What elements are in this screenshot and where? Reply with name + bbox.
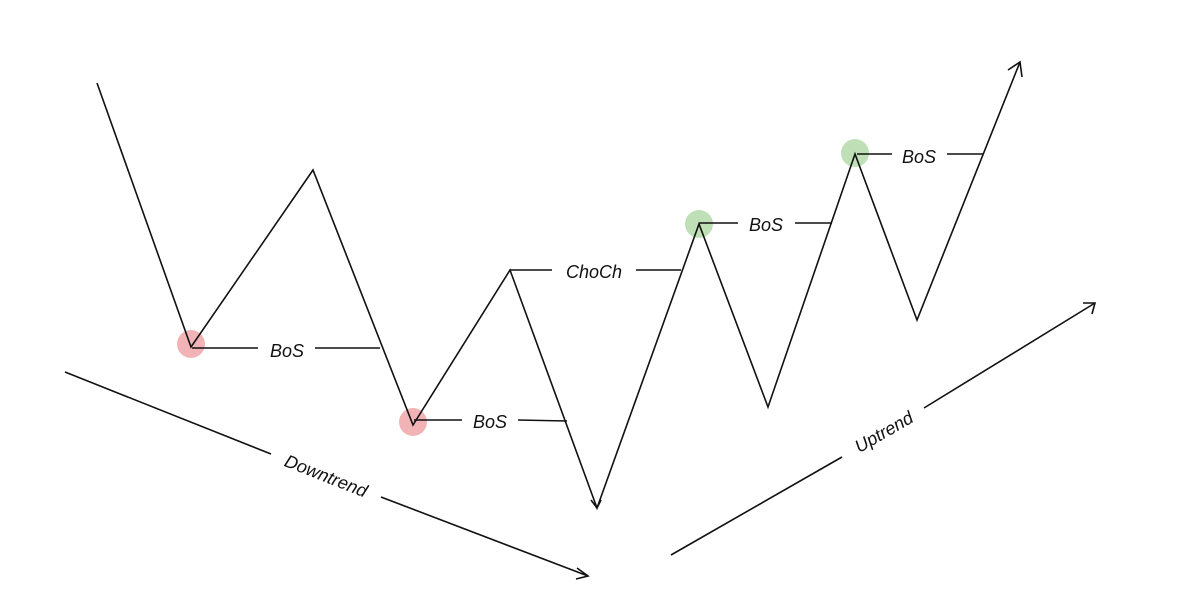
bearish-swing-marker-1 [177, 330, 205, 358]
uptrend-line-left [670, 456, 843, 556]
downtrend-label: Downtrend [282, 451, 371, 502]
bos-2-label: BoS [473, 412, 507, 432]
reversal-low-tick [590, 499, 602, 510]
bos-2-line-right [517, 419, 568, 422]
choch-label: ChoCh [566, 262, 622, 282]
downtrend-arrowhead [575, 567, 590, 580]
bearish-swing-marker-2 [399, 408, 427, 436]
price-path-arrowhead [1007, 60, 1023, 78]
bos-1-label: BoS [270, 341, 304, 361]
downtrend-line-left [64, 371, 272, 455]
uptrend-arrowhead [1083, 302, 1097, 315]
bos-4-label: BoS [902, 147, 936, 167]
downtrend-line-right [380, 496, 589, 577]
uptrend-line-right [923, 302, 1096, 409]
bos-3-label: BoS [749, 215, 783, 235]
uptrend-label: Uptrend [851, 407, 917, 457]
